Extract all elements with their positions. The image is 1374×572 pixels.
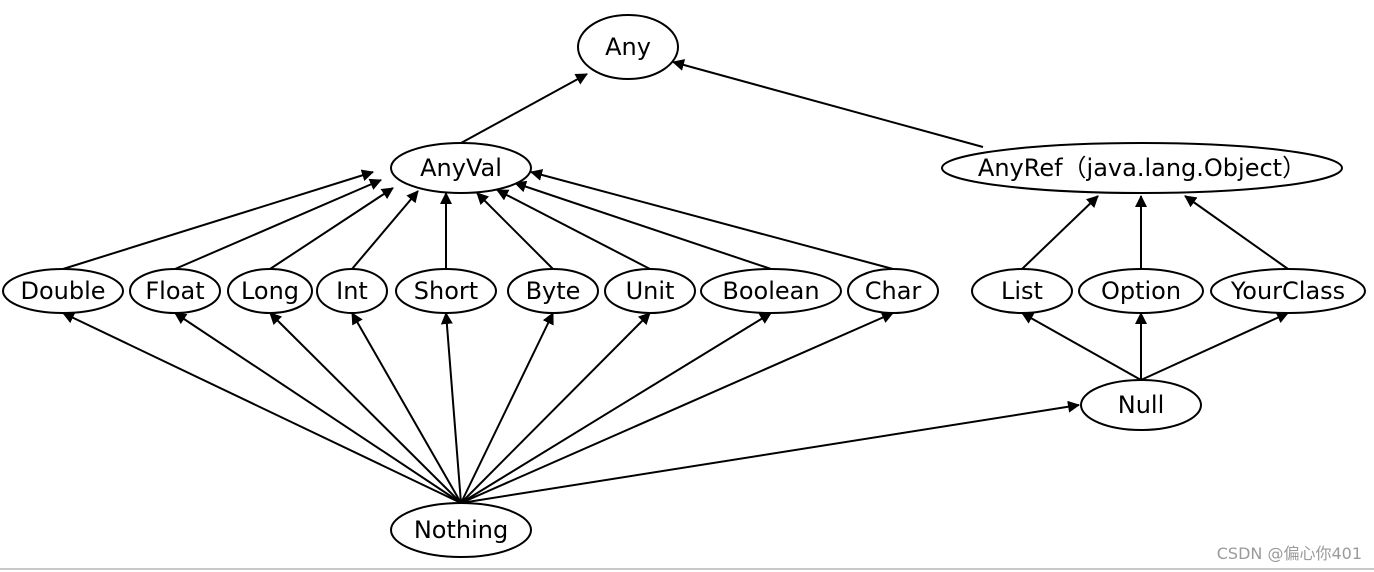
node-short-shape: [395, 268, 497, 314]
node-char: Char: [847, 268, 939, 314]
edge-nothing-to-float: [174, 312, 462, 504]
edge-unit-to-anyval: [496, 189, 651, 270]
node-int: Int: [316, 268, 388, 314]
node-any-shape: [577, 14, 679, 80]
edge-anyval-to-any: [460, 73, 588, 144]
edge-char-to-anyval: [530, 169, 894, 270]
node-anyref-shape: [941, 142, 1343, 194]
node-nothing-label: Nothing: [414, 516, 508, 544]
node-null-label: Null: [1118, 391, 1165, 419]
node-yourclass: YourClass: [1210, 268, 1366, 314]
edge-null-to-list: [1021, 312, 1142, 381]
node-null-shape: [1080, 379, 1202, 431]
bottom-divider: [0, 568, 1374, 570]
watermark: CSDN @偏心你401: [1214, 540, 1364, 564]
node-byte-shape: [507, 268, 599, 314]
node-anyref: AnyRef（java.lang.Object）: [941, 142, 1343, 194]
edge-float-to-anyval: [174, 178, 382, 270]
edge-nothing-to-unit: [460, 312, 651, 504]
edge-nothing-to-double: [62, 312, 462, 504]
node-boolean-shape: [700, 268, 842, 314]
node-unit-shape: [604, 268, 696, 314]
node-anyval: AnyVal: [390, 142, 532, 194]
edge-anyref-to-any: [672, 59, 984, 148]
edge-nothing-to-byte: [460, 312, 554, 504]
node-list-label: List: [1001, 277, 1043, 305]
node-double-label: Double: [20, 277, 105, 305]
node-anyval-label: AnyVal: [420, 154, 502, 182]
node-int-shape: [316, 268, 388, 314]
node-list: List: [971, 268, 1073, 314]
node-char-label: Char: [865, 277, 922, 305]
edge-byte-to-anyval: [476, 192, 554, 270]
node-double-shape: [2, 268, 124, 314]
node-null: Null: [1080, 379, 1202, 431]
edge-null-to-yourclass: [1140, 312, 1289, 381]
edge-list-to-anyref: [1021, 195, 1099, 270]
node-long-shape: [227, 268, 313, 314]
node-float: Float: [129, 268, 221, 314]
node-float-label: Float: [145, 277, 204, 305]
node-any-label: Any: [605, 33, 651, 61]
edge-int-to-anyval: [351, 190, 419, 270]
node-double: Double: [2, 268, 124, 314]
node-yourclass-shape: [1210, 268, 1366, 314]
node-option: Option: [1078, 268, 1204, 314]
node-nothing: Nothing: [390, 502, 532, 558]
node-anyval-shape: [390, 142, 532, 194]
node-byte: Byte: [507, 268, 599, 314]
edges-layer: [62, 59, 1289, 504]
node-short: Short: [395, 268, 497, 314]
node-boolean-label: Boolean: [722, 277, 819, 305]
node-unit-label: Unit: [626, 277, 675, 305]
node-int-label: Int: [336, 277, 368, 305]
edge-nothing-to-long: [269, 312, 462, 504]
node-long-label: Long: [241, 277, 299, 305]
node-list-shape: [971, 268, 1073, 314]
edge-long-to-anyval: [269, 187, 394, 270]
node-float-shape: [129, 268, 221, 314]
edge-boolean-to-anyval: [514, 180, 772, 270]
node-short-label: Short: [414, 277, 478, 305]
node-boolean: Boolean: [700, 268, 842, 314]
edge-nothing-to-char: [460, 311, 894, 504]
edge-double-to-anyval: [62, 169, 374, 270]
edge-nothing-to-int: [351, 312, 462, 504]
node-byte-label: Byte: [526, 277, 581, 305]
node-nothing-shape: [390, 502, 532, 558]
node-option-shape: [1078, 268, 1204, 314]
node-anyref-label: AnyRef（java.lang.Object）: [978, 154, 1306, 182]
edge-nothing-to-boolean: [460, 312, 772, 504]
node-yourclass-label: YourClass: [1230, 277, 1345, 305]
edge-nothing-to-short: [440, 312, 462, 504]
node-char-shape: [847, 268, 939, 314]
node-option-label: Option: [1101, 277, 1181, 305]
node-unit: Unit: [604, 268, 696, 314]
edge-nothing-to-null: [460, 400, 1080, 504]
node-any: Any: [577, 14, 679, 80]
node-long: Long: [227, 268, 313, 314]
edge-yourclass-to-anyref: [1184, 195, 1289, 270]
